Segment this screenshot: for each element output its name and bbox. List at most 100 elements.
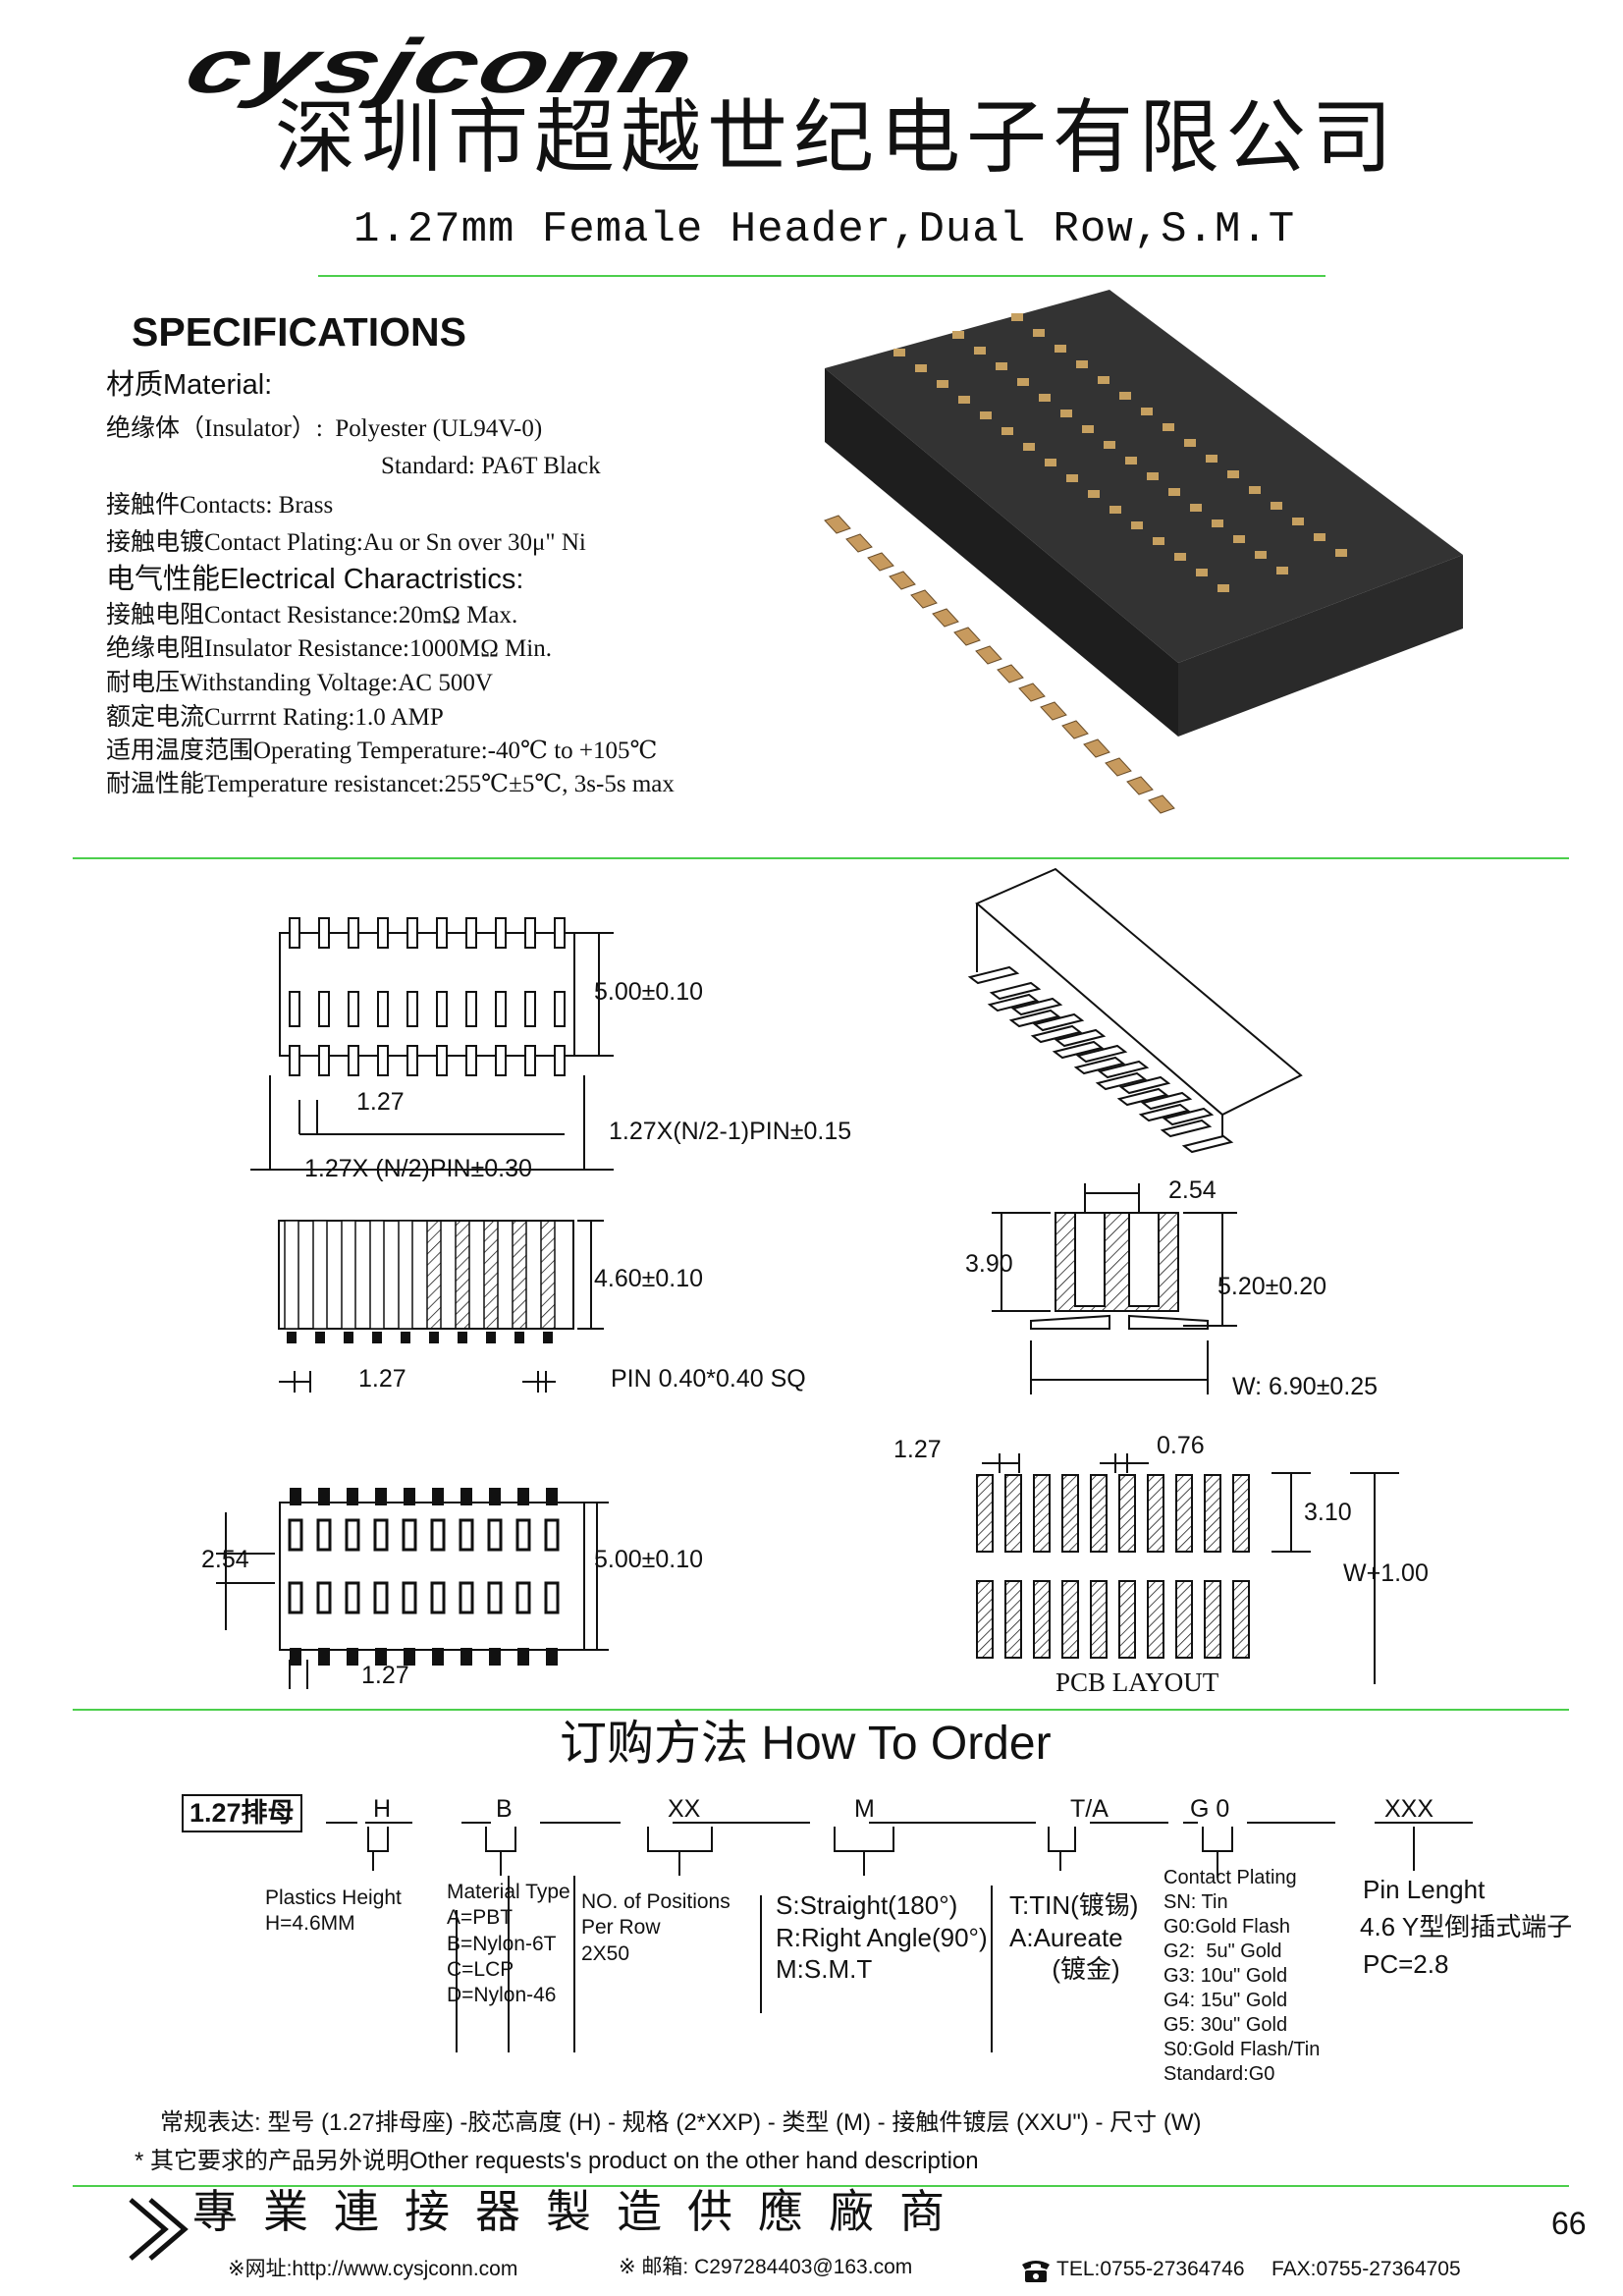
housing-bar xyxy=(512,1220,527,1330)
pcb-pad xyxy=(1004,1580,1022,1659)
pcb-pad xyxy=(1232,1474,1250,1553)
dim-pin-size: PIN 0.40*0.40 SQ xyxy=(611,1365,806,1393)
contact-pad xyxy=(288,1581,303,1614)
solder-pad xyxy=(953,627,981,646)
contact-slot xyxy=(1335,549,1347,557)
solder-pad xyxy=(910,589,938,609)
dim-side-total-height: 5.20±0.20 xyxy=(1217,1273,1327,1300)
pin-foot xyxy=(514,1332,524,1343)
contact-slot xyxy=(1109,506,1121,514)
solder-pad xyxy=(1105,757,1132,777)
order-code-h: H xyxy=(373,1795,392,1823)
contact-pad xyxy=(375,1488,387,1505)
contact-slot xyxy=(1082,425,1094,433)
pin xyxy=(495,917,507,949)
order-code-b: B xyxy=(496,1795,513,1823)
pcb-pad xyxy=(976,1580,994,1659)
solder-pad xyxy=(1126,776,1154,795)
contact-slot xyxy=(1190,504,1202,512)
order-code-m: M xyxy=(854,1795,875,1823)
contact-slot xyxy=(1153,537,1164,545)
contact-pad xyxy=(290,1648,301,1666)
order-style: S:Straight(180°) R:Right Angle(90°) M:S.… xyxy=(776,1890,988,1984)
solder-pad xyxy=(845,533,873,553)
dim-side-height: 3.90 xyxy=(965,1250,1013,1278)
contact-pad xyxy=(460,1648,472,1666)
pcb-pad xyxy=(1118,1580,1136,1659)
iso-pin xyxy=(1138,1103,1191,1122)
contact-pad xyxy=(404,1488,415,1505)
contact-slot xyxy=(958,396,970,404)
bottom-view-drawing xyxy=(216,1488,609,1689)
solder-pad xyxy=(975,645,1002,665)
contact-pad xyxy=(546,1648,558,1666)
pcb-pad xyxy=(1033,1474,1051,1553)
product-title: 1.27mm Female Header,Dual Row,S.M.T xyxy=(353,205,1296,254)
solder-pad xyxy=(1018,683,1046,702)
iso-pin xyxy=(1032,1012,1085,1032)
contact-pad xyxy=(347,1648,358,1666)
spec-insulator: 绝缘体（Insulator）: Polyester (UL94V-0) xyxy=(106,415,543,442)
contact-slot xyxy=(915,364,927,372)
pcb-layout-drawing xyxy=(976,1453,1399,1684)
spec-insulator-resistance: 绝缘电阻Insulator Resistance:1000MΩ Min. xyxy=(106,635,552,662)
spec-contact-resistance: 接触电阻Contact Resistance:20mΩ Max. xyxy=(106,602,518,629)
contact-slot xyxy=(1033,329,1045,337)
contact-slot xyxy=(1017,378,1029,386)
dim-height-bottom: 5.00±0.10 xyxy=(594,1546,704,1573)
contact-slot xyxy=(1292,518,1304,525)
contact-pad xyxy=(318,1648,330,1666)
contact-slot xyxy=(1076,360,1088,368)
specifications-heading: SPECIFICATIONS xyxy=(132,309,466,355)
dim-pitch-n2-1: 1.27X(N/2-1)PIN±0.15 xyxy=(609,1118,852,1145)
pin xyxy=(348,991,359,1027)
pin-foot xyxy=(315,1332,325,1343)
housing-bar xyxy=(540,1220,556,1330)
contact-slot xyxy=(974,347,986,355)
iso-pin xyxy=(967,965,1020,985)
pin xyxy=(348,917,359,949)
pin-foot xyxy=(287,1332,297,1343)
contact-slot xyxy=(1001,427,1013,435)
solder-pad xyxy=(997,664,1024,683)
pin xyxy=(318,991,330,1027)
order-contact-plating: Contact Plating SN: Tin G0:Gold Flash G2… xyxy=(1163,1867,1321,2085)
order-code-xxx: XXX xyxy=(1384,1795,1434,1823)
iso-pin xyxy=(1118,1075,1171,1095)
pcb-dim-row-span: W+1.00 xyxy=(1343,1559,1429,1587)
contact-slot xyxy=(952,331,964,339)
contact-slot xyxy=(1196,569,1208,576)
contact-pad xyxy=(316,1518,332,1552)
pin xyxy=(524,991,536,1027)
order-plastics-height: Plastics Height H=4.6MM xyxy=(265,1886,402,1936)
contact-slot xyxy=(1314,533,1325,541)
iso-pin xyxy=(1010,997,1063,1016)
pin-foot xyxy=(543,1332,553,1343)
dim-side-width: W: 6.90±0.25 xyxy=(1232,1373,1379,1400)
housing-bar xyxy=(483,1220,499,1330)
pin xyxy=(436,1045,448,1076)
pin-foot xyxy=(458,1332,467,1343)
pin xyxy=(406,917,418,949)
iso-pin xyxy=(1162,1107,1215,1126)
solder-pad xyxy=(889,571,916,590)
contact-pad xyxy=(290,1488,301,1505)
iso-line-drawing xyxy=(967,867,1303,1154)
header-divider xyxy=(318,275,1325,277)
contact-pad xyxy=(544,1518,560,1552)
contact-slot xyxy=(1255,551,1267,559)
contact-slot xyxy=(1212,519,1223,527)
spec-contacts: 接触件Contacts: Brass xyxy=(106,492,334,519)
pin xyxy=(406,1045,418,1076)
pcb-pad xyxy=(1118,1474,1136,1553)
footer-website: ※网址:http://www.cysjconn.com xyxy=(228,2258,518,2280)
pcb-dim-pad-length: 3.10 xyxy=(1304,1499,1352,1526)
contact-pad xyxy=(544,1581,560,1614)
contact-pad xyxy=(487,1518,503,1552)
iso-pin xyxy=(1030,1024,1083,1044)
order-code-g0: G 0 xyxy=(1190,1795,1230,1823)
order-other-requests: * 其它要求的产品另外说明Other requests's product on… xyxy=(135,2148,979,2174)
housing-bar xyxy=(455,1220,470,1330)
pin xyxy=(289,917,300,949)
contact-slot xyxy=(1098,376,1109,384)
